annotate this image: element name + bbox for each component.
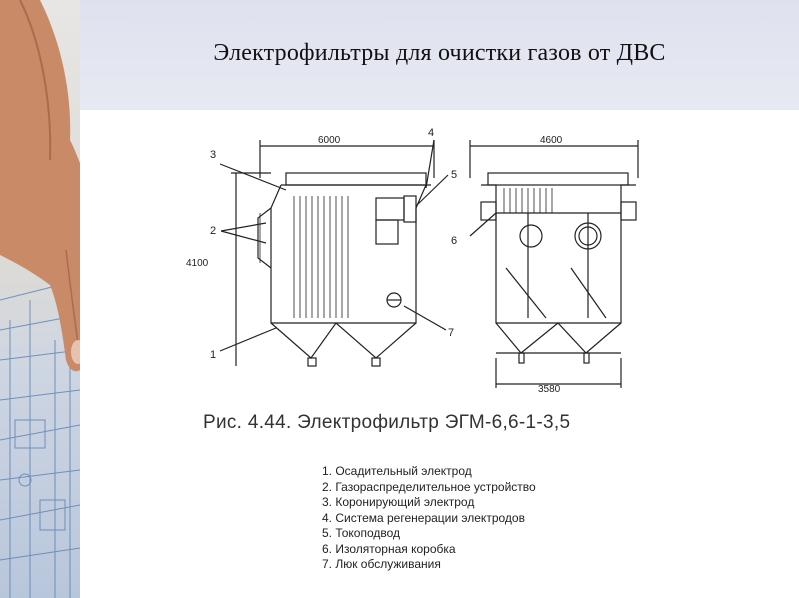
electrofilter-drawing: 6000 4600 3580 4100 3 2 1 4 5 6 7 [186, 127, 639, 395]
dim-front-width: 6000 [318, 135, 341, 146]
callout-1: 1 [210, 349, 216, 361]
legend-item: 3. Коронирующий электрод [322, 495, 475, 509]
legend-item: 4. Система регенерации электродов [322, 510, 525, 525]
legend-item: 5. Токоподвод [322, 526, 401, 540]
callout-6: 6 [451, 235, 457, 247]
dim-side-width: 4600 [540, 135, 563, 146]
dim-height: 4100 [186, 258, 209, 269]
callout-4: 4 [428, 127, 434, 139]
legend-item: 7. Люк обслуживания [322, 557, 441, 571]
legend-item: 2. Газораспределительное устройство [322, 479, 536, 494]
hand-photo [0, 0, 80, 598]
figure-caption: Рис. 4.44. Электрофильтр ЭГМ-6,6-1-3,5 [203, 412, 571, 433]
callout-3: 3 [210, 149, 216, 161]
legend-item: 1. Осадительный электрод [322, 464, 472, 478]
callout-2: 2 [210, 225, 216, 237]
slide-title: Электрофильтры для очистки газов от ДВС [213, 40, 666, 66]
callout-7: 7 [448, 327, 454, 339]
title-band [80, 0, 799, 110]
legend-item: 6. Изоляторная коробка [322, 541, 456, 556]
legend-list: 1. Осадительный электрод 2. Газораспреде… [322, 464, 536, 573]
callout-5: 5 [451, 169, 457, 181]
dim-base-width: 3580 [538, 384, 561, 395]
